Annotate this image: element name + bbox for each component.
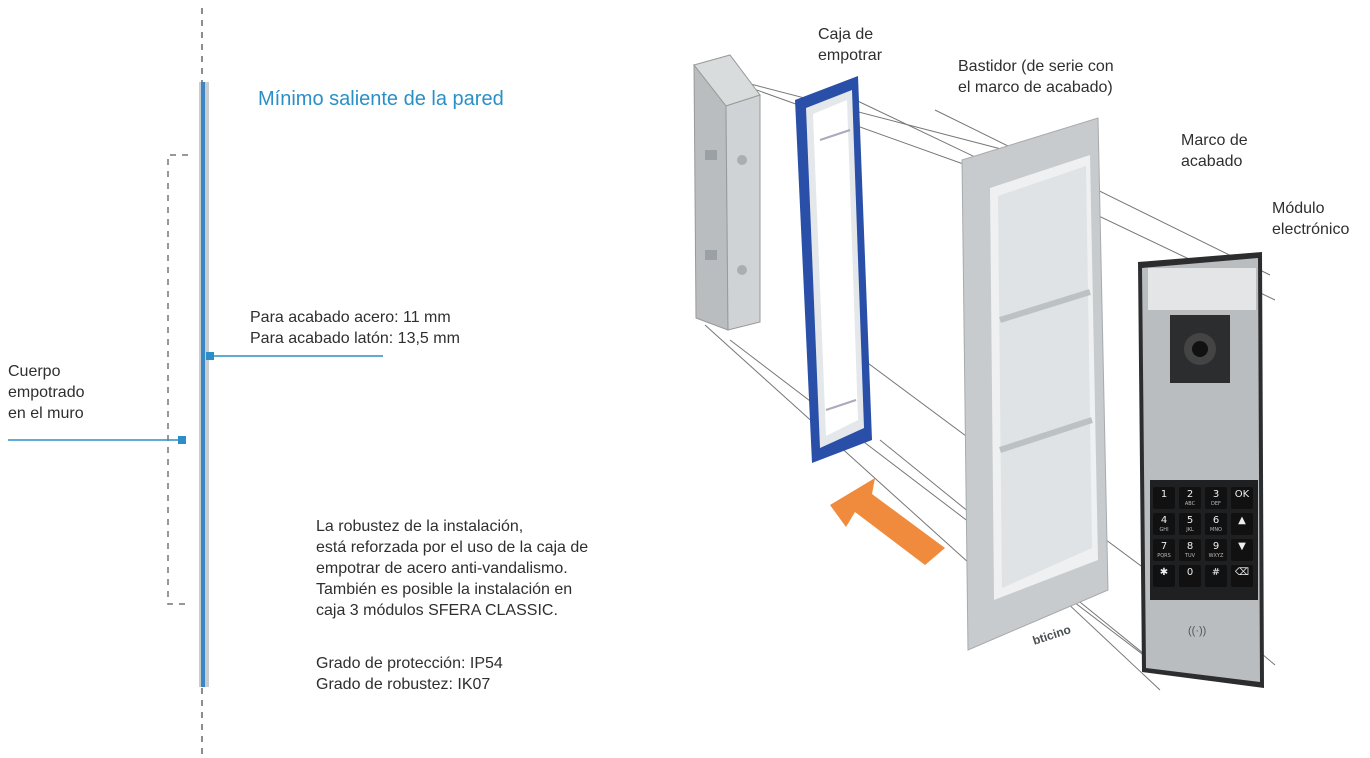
embedded-leader-dot [178, 436, 186, 444]
embedded-label-line-3: en el muro [8, 405, 84, 422]
frame-label-2: el marco de acabado) [958, 79, 1113, 96]
keypad-key: 0 [1179, 565, 1201, 587]
cover-label-1: Marco de [1181, 132, 1248, 149]
flush-box-label-1: Caja de [818, 26, 874, 43]
rfid-badge-icon: ((·)) [1188, 625, 1207, 637]
keypad-key: 1 [1153, 487, 1175, 509]
keypad-key: ▲ [1231, 513, 1253, 535]
description-line-1: La robustez de la instalación, [316, 518, 524, 535]
finish-brass: Para acabado latón: 13,5 mm [250, 330, 460, 347]
description-line-5: caja 3 módulos SFERA CLASSIC. [316, 602, 558, 619]
label-cover: Marco de acabado [1181, 130, 1248, 172]
label-module: Módulo electrónico [1272, 198, 1349, 240]
description-paragraph: La robustez de la instalación, está refo… [316, 516, 588, 621]
label-frame: Bastidor (de serie con el marco de acaba… [958, 56, 1114, 98]
ip-rating: Grado de protección: IP54 [316, 655, 503, 672]
keypad-key: # [1205, 565, 1227, 587]
finish-depths: Para acabado acero: 11 mm Para acabado l… [250, 307, 460, 349]
finish-steel: Para acabado acero: 11 mm [250, 309, 451, 326]
module-label-2: electrónico [1272, 221, 1350, 238]
protection-ratings: Grado de protección: IP54 Grado de robus… [316, 653, 503, 695]
ik-rating: Grado de robustez: IK07 [316, 676, 491, 693]
embedded-body-label: Cuerpo empotrado en el muro [8, 361, 85, 424]
keypad-key: ⌫ [1231, 565, 1253, 587]
blue-frame [795, 76, 872, 463]
module-label-1: Módulo [1272, 200, 1325, 217]
insert-arrow [830, 478, 945, 565]
frame-label-1: Bastidor (de serie con [958, 58, 1114, 75]
embedded-label-line-1: Cuerpo [8, 363, 61, 380]
description-line-3: empotrar de acero anti-vandalismo. [316, 560, 568, 577]
finish-leader-dot [206, 352, 214, 360]
embedded-label-line-2: empotrado [8, 384, 85, 401]
min-projection-heading: Mínimo saliente de la pared [258, 88, 504, 110]
electronic-module [1138, 252, 1264, 688]
flush-box [693, 54, 761, 331]
description-line-2: está reforzada por el uso de la caja de [316, 539, 589, 556]
description-line-4: También es posible la instalación en [316, 581, 573, 598]
cover-frame [961, 117, 1109, 651]
keypad-key: ✱ [1153, 565, 1175, 587]
panel-profile-edge [201, 82, 205, 687]
keypad-key: ▼ [1231, 539, 1253, 561]
cover-label-2: acabado [1181, 153, 1243, 170]
keypad-key: OK [1231, 487, 1253, 509]
label-flush-box: Caja de empotrar [818, 24, 882, 66]
embedded-bracket [167, 154, 188, 605]
flush-box-label-2: empotrar [818, 47, 883, 64]
